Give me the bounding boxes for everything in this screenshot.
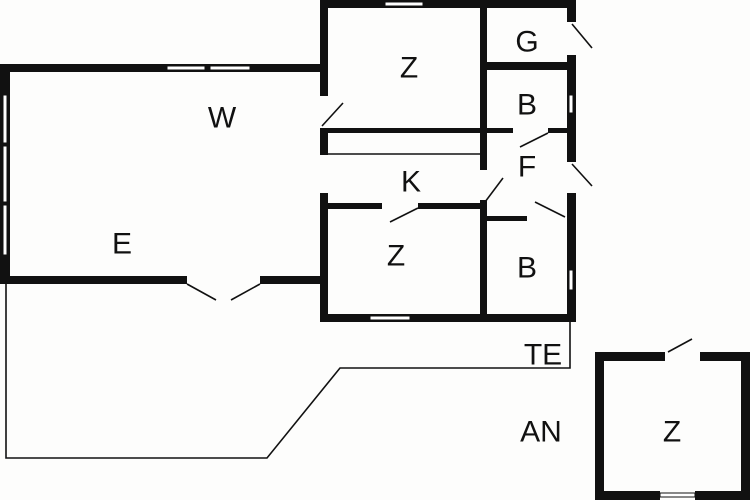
- windows: [2, 1, 696, 498]
- room-label-bedroom-top: Z: [400, 52, 418, 85]
- terrace-outline: [5, 284, 571, 459]
- room-label-dining: E: [112, 228, 132, 261]
- room-label-bedroom-middle: Z: [387, 240, 405, 273]
- room-label-kitchen: K: [401, 166, 421, 199]
- room-label-bathroom-bottom: B: [517, 252, 537, 285]
- room-label-bedroom-annex: Z: [663, 416, 681, 449]
- room-label-terrace: TE: [524, 339, 562, 372]
- room-label-living: W: [208, 102, 237, 135]
- room-label-annex: AN: [520, 416, 562, 449]
- room-label-toilet: G: [515, 26, 538, 59]
- doors: [186, 23, 693, 353]
- room-label-bathroom-top: B: [517, 89, 537, 122]
- room-label-hall: F: [518, 151, 536, 184]
